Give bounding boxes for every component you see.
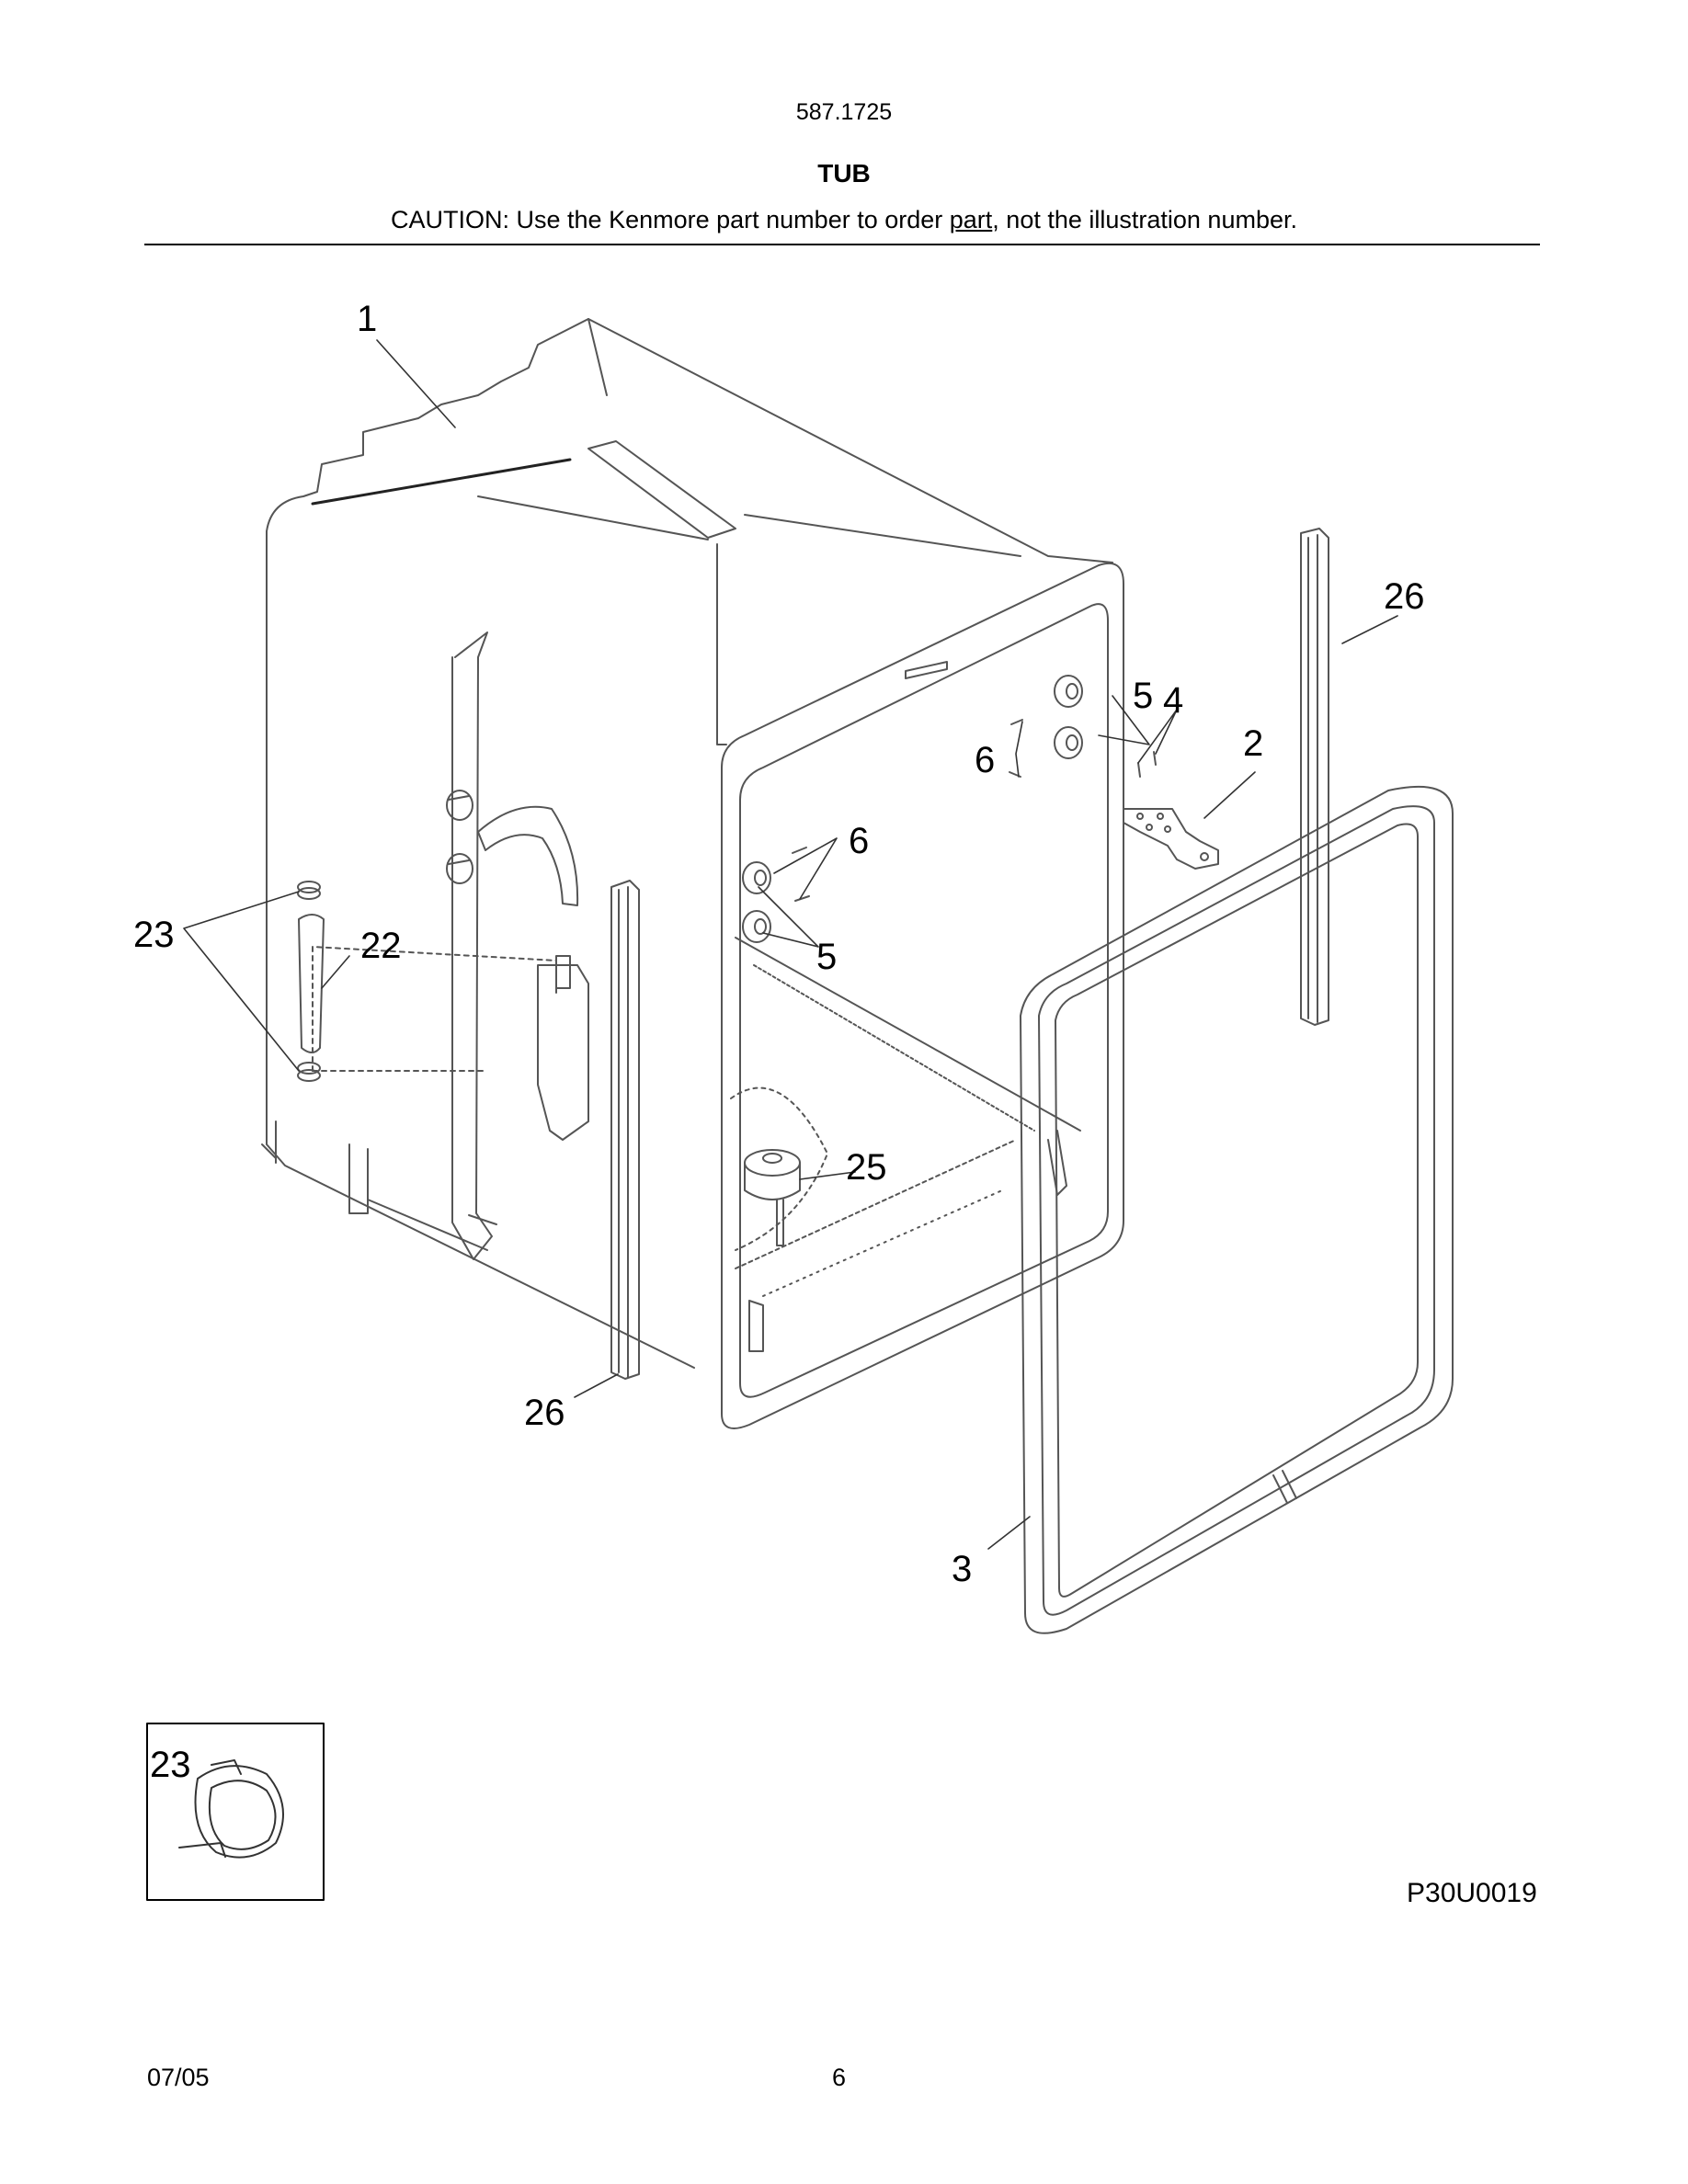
callout-1: 1 xyxy=(357,299,377,339)
tub-part xyxy=(261,318,1113,1369)
callout-5-upper: 5 xyxy=(1133,676,1153,716)
leader-lines xyxy=(183,339,1398,1550)
figure-code: P30U0019 xyxy=(1407,1878,1537,1908)
caution-underlined-word: part xyxy=(949,206,993,233)
side-trim-right-part xyxy=(1300,528,1329,1026)
callout-4: 4 xyxy=(1163,680,1183,721)
rollers-part xyxy=(742,675,1083,943)
inset-label: 23 xyxy=(150,1745,191,1785)
callout-23: 23 xyxy=(133,915,175,955)
clamp-detail-inset xyxy=(146,1723,325,1901)
hose-part xyxy=(297,881,325,1082)
bracket-part xyxy=(1123,808,1219,870)
callout-3: 3 xyxy=(952,1549,972,1589)
side-trim-left-part xyxy=(610,880,640,1380)
callout-25: 25 xyxy=(846,1147,887,1188)
caution-text: CAUTION: Use the Kenmore part number to … xyxy=(391,206,950,233)
tub-front-frame xyxy=(721,562,1124,1429)
section-title: TUB xyxy=(817,159,871,188)
door-gasket-part xyxy=(1020,785,1454,1634)
callout-26-right: 26 xyxy=(1384,576,1425,617)
callout-26-left: 26 xyxy=(524,1393,565,1433)
callout-labels: 1 2 3 4 5 5 6 6 23 22 25 26 26 23 xyxy=(133,299,1425,1785)
caution-text-end: , not the illustration number. xyxy=(992,206,1297,233)
header-rule xyxy=(144,244,1540,245)
callout-2: 2 xyxy=(1243,723,1263,764)
screws-part xyxy=(792,719,1157,902)
wash-arm-support-part xyxy=(744,1149,801,1246)
callout-6-lower: 6 xyxy=(849,821,869,861)
page-number: 6 xyxy=(832,2064,847,2091)
footer-date: 07/05 xyxy=(147,2064,210,2091)
callout-22: 22 xyxy=(360,926,402,966)
callout-5-lower: 5 xyxy=(816,937,837,977)
model-number: 587.1725 xyxy=(795,99,893,125)
callout-6-upper: 6 xyxy=(975,740,995,780)
caution-note: CAUTION: Use the Kenmore part number to … xyxy=(0,206,1688,234)
